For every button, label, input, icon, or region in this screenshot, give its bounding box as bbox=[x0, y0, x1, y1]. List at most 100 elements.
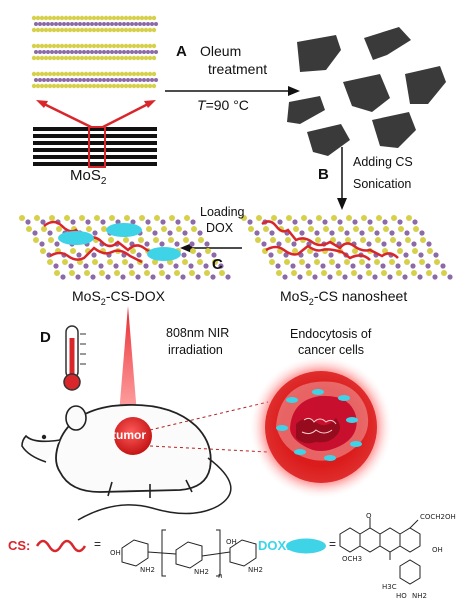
molybdenum-atom bbox=[126, 22, 130, 26]
sulfur-atom bbox=[169, 215, 175, 221]
molybdenum-atom bbox=[106, 78, 110, 82]
sulfur-atom bbox=[99, 83, 105, 89]
sulfur-atom bbox=[135, 27, 141, 33]
sulfur-atom bbox=[95, 27, 101, 33]
molybdenum-atom bbox=[142, 78, 146, 82]
sulfur-atom bbox=[143, 71, 149, 77]
mos2-label-text: MoS bbox=[70, 167, 101, 184]
sulfur-atom bbox=[119, 71, 125, 77]
molybdenum-atom bbox=[211, 252, 217, 258]
sulfur-atom bbox=[69, 270, 75, 276]
molybdenum-atom bbox=[130, 78, 134, 82]
sulfur-atom bbox=[119, 83, 125, 89]
molybdenum-atom bbox=[46, 78, 50, 82]
sulfur-atom bbox=[67, 27, 73, 33]
molybdenum-atom bbox=[395, 263, 401, 269]
sulfur-atom bbox=[346, 215, 352, 221]
sulfur-atom bbox=[55, 83, 61, 89]
chitosan-nh2-2: NH2 bbox=[194, 568, 209, 576]
chitosan-n: n bbox=[218, 572, 223, 580]
molybdenum-atom bbox=[150, 22, 154, 26]
sulfur-atom bbox=[59, 15, 65, 21]
sulfur-atom bbox=[107, 27, 113, 33]
sulfur-atom bbox=[54, 270, 60, 276]
mos2-layers-illustration bbox=[31, 15, 158, 89]
sulfur-atom bbox=[397, 248, 403, 254]
molybdenum-atom bbox=[282, 274, 288, 280]
dox-oh: OH bbox=[432, 546, 443, 554]
molybdenum-atom bbox=[46, 50, 50, 54]
molybdenum-atom bbox=[94, 50, 98, 54]
sulfur-atom bbox=[123, 43, 129, 49]
sulfur-atom bbox=[35, 55, 41, 61]
molybdenum-atom bbox=[204, 241, 210, 247]
molybdenum-atom bbox=[425, 263, 431, 269]
sulfur-atom bbox=[336, 270, 342, 276]
molybdenum-atom bbox=[305, 263, 311, 269]
molybdenum-atom bbox=[367, 219, 373, 225]
sulfur-atom bbox=[87, 71, 93, 77]
sulfur-atom bbox=[293, 226, 299, 232]
sulfur-atom bbox=[404, 259, 410, 265]
sulfur-atom bbox=[147, 71, 153, 77]
dox-legend-icon bbox=[286, 538, 326, 554]
sulfur-atom bbox=[151, 83, 157, 89]
molybdenum-atom bbox=[146, 22, 150, 26]
dox-molecule bbox=[324, 455, 336, 461]
molybdenum-atom bbox=[50, 50, 54, 54]
sulfur-atom bbox=[139, 83, 145, 89]
sulfur-atom bbox=[135, 43, 141, 49]
chitosan-structure bbox=[121, 529, 257, 577]
sulfur-atom bbox=[143, 55, 149, 61]
zoom-connector-lines bbox=[149, 401, 269, 453]
sulfur-atom bbox=[75, 27, 81, 33]
molybdenum-atom bbox=[54, 241, 60, 247]
sulfur-atom bbox=[63, 27, 69, 33]
molybdenum-atom bbox=[290, 263, 296, 269]
sulfur-atom bbox=[107, 71, 113, 77]
molybdenum-atom bbox=[98, 78, 102, 82]
molybdenum-atom bbox=[254, 230, 260, 236]
sulfur-atom bbox=[63, 55, 69, 61]
sulfur-atom bbox=[344, 259, 350, 265]
molybdenum-atom bbox=[329, 230, 335, 236]
dox-o: O bbox=[366, 512, 372, 520]
sulfur-atom bbox=[19, 215, 25, 221]
sulfur-atom bbox=[143, 15, 149, 21]
molybdenum-atom bbox=[78, 22, 82, 26]
molybdenum-atom bbox=[145, 219, 151, 225]
cs-equals: = bbox=[94, 537, 102, 551]
sulfur-atom bbox=[286, 215, 292, 221]
sulfur-atom bbox=[31, 43, 37, 49]
step-a-condition: T=90 °C bbox=[197, 97, 249, 113]
molybdenum-atom bbox=[82, 22, 86, 26]
step-a-condition-t: T bbox=[197, 97, 206, 113]
molybdenum-atom bbox=[100, 219, 106, 225]
sulfur-atom bbox=[147, 83, 153, 89]
molybdenum-atom bbox=[357, 274, 363, 280]
sulfur-atom bbox=[183, 237, 189, 243]
molybdenum-atom bbox=[154, 22, 158, 26]
molybdenum-atom bbox=[58, 50, 62, 54]
molybdenum-atom bbox=[396, 241, 402, 247]
sulfur-atom bbox=[123, 237, 129, 243]
sulfur-atom bbox=[212, 259, 218, 265]
sulfur-atom bbox=[360, 237, 366, 243]
exfoliated-flakes bbox=[287, 27, 446, 156]
molybdenum-atom bbox=[66, 22, 70, 26]
sulfur-atom bbox=[352, 248, 358, 254]
molybdenum-atom bbox=[181, 252, 187, 258]
sulfur-atom bbox=[135, 71, 141, 77]
sulfur-atom bbox=[91, 83, 97, 89]
molybdenum-atom bbox=[138, 78, 142, 82]
molybdenum-atom bbox=[78, 78, 82, 82]
molybdenum-atom bbox=[165, 274, 171, 280]
molybdenum-atom bbox=[380, 263, 386, 269]
sulfur-atom bbox=[406, 215, 412, 221]
sulfur-atom bbox=[91, 55, 97, 61]
molybdenum-atom bbox=[105, 274, 111, 280]
molybdenum-atom bbox=[403, 252, 409, 258]
sulfur-atom bbox=[351, 270, 357, 276]
